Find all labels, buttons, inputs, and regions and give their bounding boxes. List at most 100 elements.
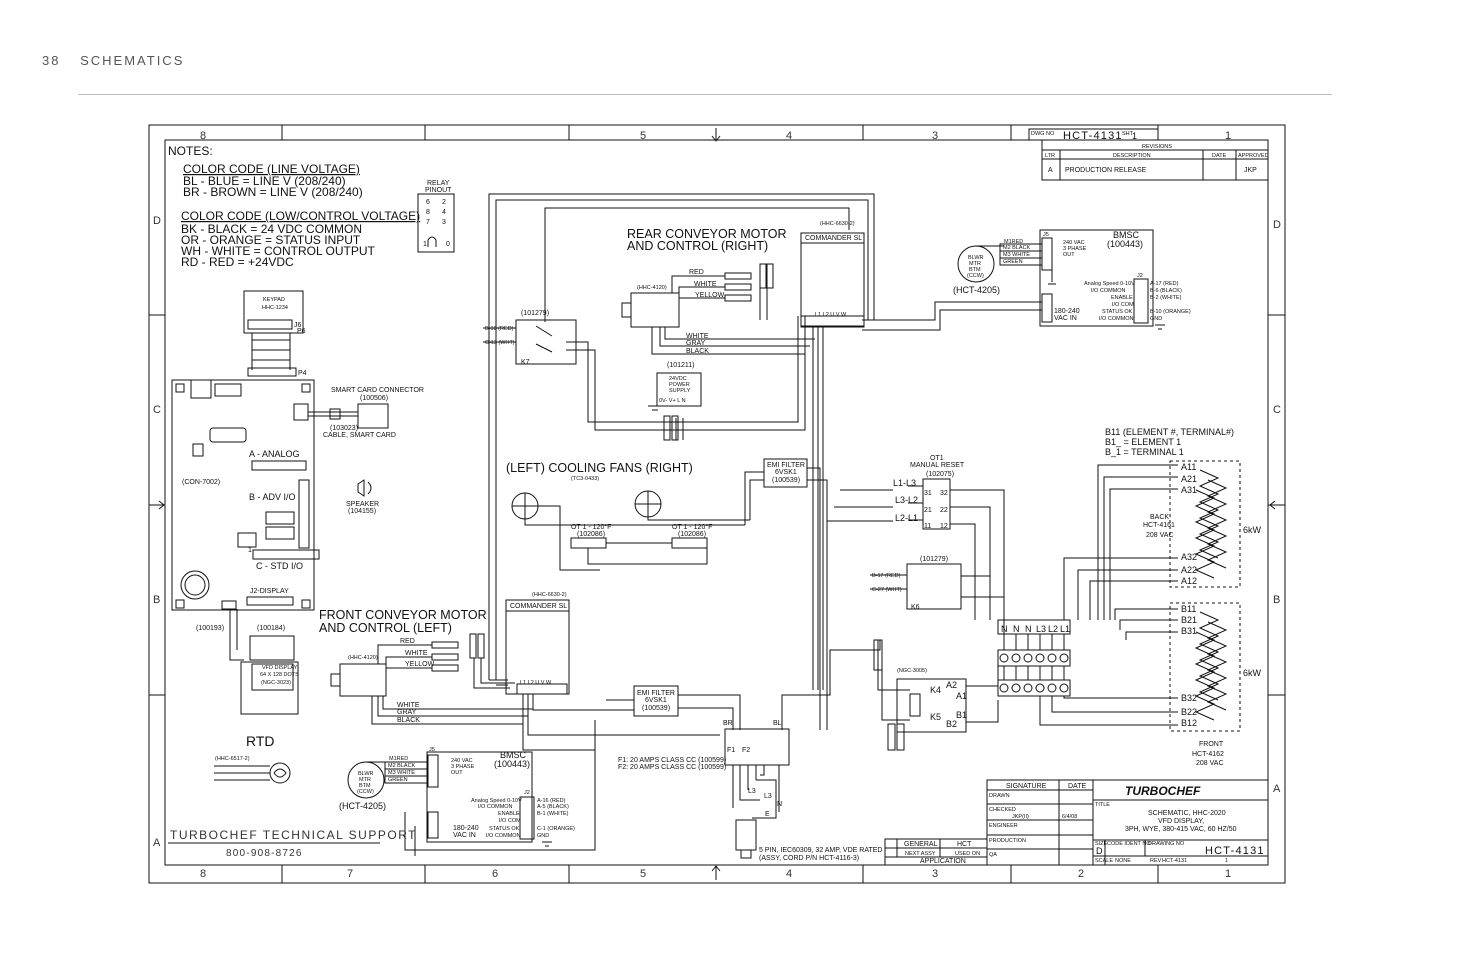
center-arrow-top [711, 128, 721, 142]
ot1-manual-reset-label: MANUAL RESET [910, 462, 965, 469]
j2w-upper-5: GND [1150, 316, 1162, 322]
e-label: E [765, 811, 770, 818]
vac240-upper-1: 240 VAC [1063, 240, 1085, 246]
psu-label-2: POWER [669, 382, 690, 388]
keypad: KEYPAD HHC-1234 J6 P6 P4 [243, 290, 307, 377]
front-lead-black: BLACK [397, 717, 420, 724]
grid-bottom-7: 7 [347, 868, 353, 880]
revision-block: DWG NO HCT-4131 SHT 1 REVISIONS LTR DESC… [1028, 128, 1269, 181]
page-header: 38 SCHEMATICS [42, 53, 184, 68]
back-part: HCT-4161 [1143, 522, 1175, 529]
tb-scale: NONE [1115, 858, 1131, 864]
back-label: BACK [1150, 514, 1169, 521]
speaker-part: (104155) [348, 508, 376, 515]
power-plug-icon [735, 819, 757, 851]
front-lead-white: WHITE [397, 702, 420, 709]
dip-switch [192, 443, 204, 457]
front-b32: B32 [1181, 693, 1197, 703]
tb-next-assy: NEXT ASSY [905, 851, 936, 857]
pin-7: 7 [426, 219, 430, 226]
f2-label: F2 [742, 747, 750, 754]
k5-b1: B1 [956, 710, 967, 720]
emi-lower-label: EMI FILTER [637, 690, 675, 697]
j2w-upper-0: A-17 (RED) [1150, 281, 1179, 287]
center-arrow-bottom [711, 865, 721, 880]
ot-11: 11 [924, 523, 931, 530]
vac240-lower-3: OUT [451, 770, 463, 776]
pin-6: 6 [426, 199, 430, 206]
tb-l1: L1 [1060, 624, 1070, 634]
line-voltage-2: BR - BROWN = LINE V (208/240) [183, 185, 363, 199]
blwr-l4: (CCW) [357, 789, 374, 795]
emi-upper-model: 6VSK1 [775, 469, 797, 476]
back-a32: A32 [1181, 552, 1197, 562]
tb-l2: L2 [1048, 624, 1058, 634]
power-cord-part: (ASSY, CORD P/N HCT-4116-3) [759, 855, 859, 862]
as-lower-0: Analog Speed 0-10V [471, 798, 522, 804]
front-white: WHITE [405, 650, 428, 657]
j2w-lower-0: A-16 (RED) [537, 798, 566, 804]
db9-connector [209, 427, 247, 443]
front-b11: B11 [1181, 604, 1196, 614]
pin-3: 3 [442, 219, 446, 226]
b11-note-3: B_1 = TERMINAL 1 [1105, 447, 1184, 457]
ot1-right-part: (102086) [678, 531, 706, 538]
back-a21: A21 [1181, 474, 1197, 484]
rear-lead-black: BLACK [686, 348, 709, 355]
rear-commander-label: COMMANDER SL [805, 235, 862, 242]
control-board: A - ANALOG (CON-7002) B - ADV I/O 1 C - … [171, 379, 320, 611]
page-number: 38 [42, 53, 61, 68]
emi-lower-part: (100539) [642, 705, 670, 712]
speaker: SPEAKER (104155) [346, 479, 379, 515]
pin-2: 2 [442, 199, 446, 206]
cooling-fans-title: (LEFT) COOLING FANS (RIGHT) [506, 461, 693, 475]
vac240-lower-2: 3 PHASE [451, 764, 475, 770]
tb-n3: N [1025, 624, 1032, 634]
back-kw: 6kW [1243, 525, 1262, 535]
bmsc-upper-part: (100443) [1107, 239, 1143, 249]
ot-32: 32 [940, 490, 948, 497]
tb-checked-by: JKP(II) [1012, 814, 1029, 820]
relay-coil-icon [427, 236, 437, 247]
rear-drive-terms: L1 L2 U V W [815, 312, 847, 318]
m3-upper: M3 WHITE [1003, 252, 1030, 258]
as-upper-0: Analog Speed 0-10V [1084, 281, 1135, 287]
k7-label: K7 [521, 359, 530, 366]
analog-label: A - ANALOG [249, 449, 300, 459]
smart-cable-label: CABLE, SMART CARD [323, 432, 396, 439]
relay-pinout: RELAY PINOUT 6 2 8 4 7 3 1 0 [417, 180, 455, 253]
rear-white: WHITE [694, 281, 717, 288]
front-red: RED [400, 638, 415, 645]
tb-size-label: SIZE [1095, 841, 1108, 847]
p4-label: P4 [298, 370, 307, 377]
rear-lead-white: WHITE [686, 333, 709, 340]
title-block: GENERAL HCT NEXT ASSY USED ON APPLICATIO… [884, 779, 1269, 866]
board-part-number: (CON-7002) [182, 479, 220, 486]
fuse-f1: F1: 20 AMPS CLASS CC (100599) [618, 757, 726, 764]
j2w-upper-4: B-10 (ORANGE) [1150, 309, 1191, 315]
support-label: TURBOCHEF TECHNICAL SUPPORT [170, 828, 417, 842]
tb-rev-label: REV [1150, 858, 1162, 864]
front-motor-part: (HHC-4120) [348, 655, 378, 661]
grid-bottom-3: 3 [932, 868, 938, 880]
line-voltage-1: BL - BLUE = LINE V (208/240) [183, 174, 346, 188]
ot-31: 31 [924, 490, 932, 497]
tb-checked-date: 6/4/08 [1062, 814, 1077, 820]
b11-note-1: B11 (ELEMENT #, TERMINAL#) [1105, 427, 1234, 437]
tb-qa: QA [989, 852, 997, 858]
as-upper-4: STATUS OK [1102, 309, 1133, 315]
m1-lower: M1RED [389, 756, 408, 762]
vac180-upper-1: 180-240 [1054, 308, 1080, 315]
k6-label: K6 [911, 604, 920, 611]
as-lower-3: I/O COM [499, 818, 521, 824]
tb-checked: CHECKED [989, 807, 1016, 813]
tb-signature: SIGNATURE [1006, 783, 1047, 790]
ot-12: 12 [940, 523, 948, 530]
rear-motor [630, 292, 680, 328]
std-io-label: C - STD I/O [256, 561, 303, 571]
blwr-u1: BLWR [968, 255, 984, 261]
bmsc-upper-label: BMSC [1113, 230, 1140, 240]
tb-scale-label: SCALE [1095, 858, 1113, 864]
low-voltage-1: BK - BLACK = 24 VDC COMMON [181, 222, 362, 236]
